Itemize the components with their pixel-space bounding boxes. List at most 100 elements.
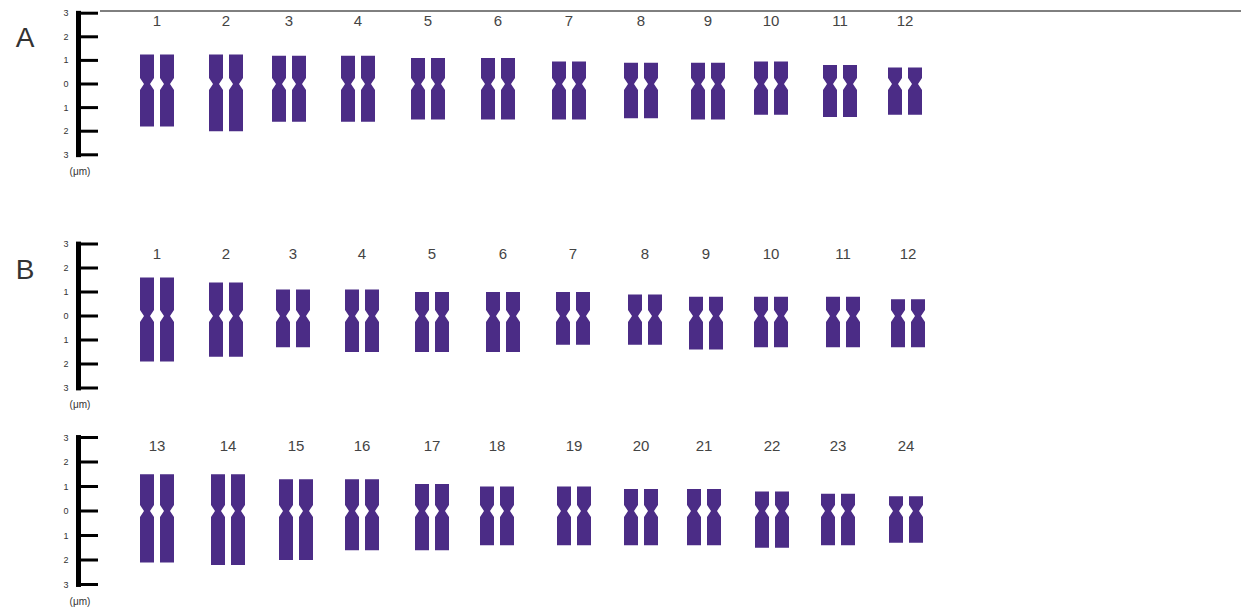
chromatid <box>140 474 154 562</box>
chromosome-number: 1 <box>153 13 161 28</box>
chromatid <box>365 290 379 352</box>
chromatid <box>911 299 925 347</box>
chromatid <box>577 487 591 546</box>
chromosome-number: 12 <box>897 13 914 28</box>
scale-tick <box>76 130 98 133</box>
chromosome-number: 5 <box>428 246 436 261</box>
chromosome-number: 2 <box>222 13 230 28</box>
chromatid <box>775 491 789 547</box>
scale-tick <box>76 534 98 537</box>
scale-unit: (μm) <box>70 597 91 607</box>
chromosome-number: 8 <box>641 246 649 261</box>
chromatid <box>891 299 905 347</box>
chromatid <box>140 278 154 362</box>
scale-tick <box>76 436 98 439</box>
chromatid <box>572 62 586 120</box>
scale-tick <box>76 35 98 38</box>
chromosome-number: 11 <box>835 246 851 261</box>
chromosome-number: 3 <box>289 246 297 261</box>
scale-tick <box>76 339 98 342</box>
chromosome-number: 5 <box>424 13 432 28</box>
chromatid <box>648 294 662 344</box>
scale-tick <box>76 291 98 294</box>
scale-value: 2 <box>63 32 68 41</box>
scale-tick <box>76 153 98 156</box>
chromatid <box>361 56 375 122</box>
chromatid <box>279 479 293 560</box>
chromosome-group <box>140 55 925 565</box>
chromatid <box>628 294 642 344</box>
scale-value: 2 <box>63 264 68 273</box>
chromatid <box>345 479 359 550</box>
chromatid <box>211 474 225 565</box>
chromatid <box>843 65 857 117</box>
chromosome-number: 19 <box>566 438 583 453</box>
scale-value: 1 <box>63 56 68 65</box>
chromosome-number: 4 <box>358 246 366 261</box>
chromosome-number: 24 <box>898 438 915 453</box>
chromatid <box>299 479 313 560</box>
scale-value: 3 <box>63 433 68 442</box>
chromatid <box>500 487 514 546</box>
panel-letter: A <box>16 24 35 52</box>
scale-value: 3 <box>63 580 68 589</box>
chromatid <box>415 484 429 550</box>
scale-value: 3 <box>63 384 68 393</box>
scale-value: 3 <box>63 9 68 18</box>
chromatid <box>435 292 449 352</box>
chromatid <box>276 290 290 348</box>
chromatid <box>345 290 359 352</box>
scale-tick <box>76 59 98 62</box>
chromosome-number: 2 <box>222 246 230 261</box>
chromatid <box>576 292 590 345</box>
chromatid <box>431 58 445 119</box>
scale-value: 3 <box>63 240 68 249</box>
chromatid <box>209 282 223 356</box>
chromatid <box>774 297 788 347</box>
scale-tick <box>76 83 98 86</box>
chromatid <box>826 297 840 347</box>
chromosome-number: 11 <box>832 13 848 28</box>
chromatid <box>415 292 429 352</box>
chromatid <box>557 487 571 546</box>
chromatid <box>292 56 306 122</box>
chromatid <box>888 67 902 114</box>
chromatid <box>480 487 494 546</box>
chromosome-number: 8 <box>637 13 645 28</box>
chromosome-number: 3 <box>285 13 293 28</box>
chromosome-number: 10 <box>763 13 780 28</box>
chromatid <box>435 484 449 550</box>
top-rule <box>100 11 1241 12</box>
chromosome-number: 4 <box>354 13 362 28</box>
scale-value: 0 <box>63 507 68 516</box>
chromatid <box>707 489 721 545</box>
scale-value: 1 <box>63 103 68 112</box>
chromatid <box>365 479 379 550</box>
chromatid <box>481 58 495 119</box>
scale-value: 2 <box>63 127 68 136</box>
chromatid <box>160 474 174 562</box>
chromatid <box>821 494 835 545</box>
chromatid <box>209 55 223 132</box>
chromosome-number: 1 <box>153 246 161 261</box>
chromosome-number: 17 <box>424 438 441 453</box>
scale-value: 2 <box>63 458 68 467</box>
chromatid <box>272 56 286 122</box>
chromatid <box>709 297 723 350</box>
scale-unit: (μm) <box>70 167 91 177</box>
scale-group <box>76 11 98 587</box>
scale-tick <box>76 315 98 318</box>
scale-value: 2 <box>63 360 68 369</box>
chromatid <box>160 55 174 127</box>
scale-tick <box>76 387 98 390</box>
chromosome-number: 21 <box>696 438 713 453</box>
scale-tick <box>76 583 98 586</box>
chromosome-number: 7 <box>569 246 577 261</box>
scale-tick <box>76 485 98 488</box>
scale-tick <box>76 243 98 246</box>
scale-tick <box>76 106 98 109</box>
chromatid <box>486 292 500 352</box>
scale-tick <box>76 12 98 15</box>
chromatid <box>411 58 425 119</box>
chromosome-number: 10 <box>763 246 780 261</box>
